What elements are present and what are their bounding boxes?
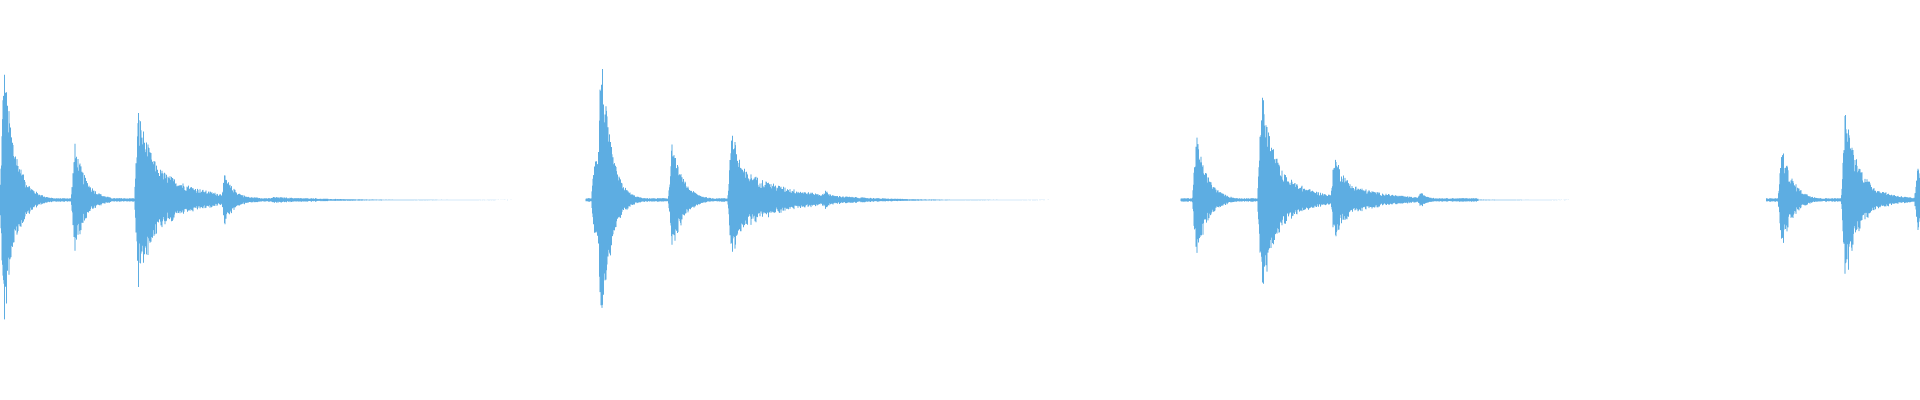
audio-waveform: [0, 69, 1920, 320]
